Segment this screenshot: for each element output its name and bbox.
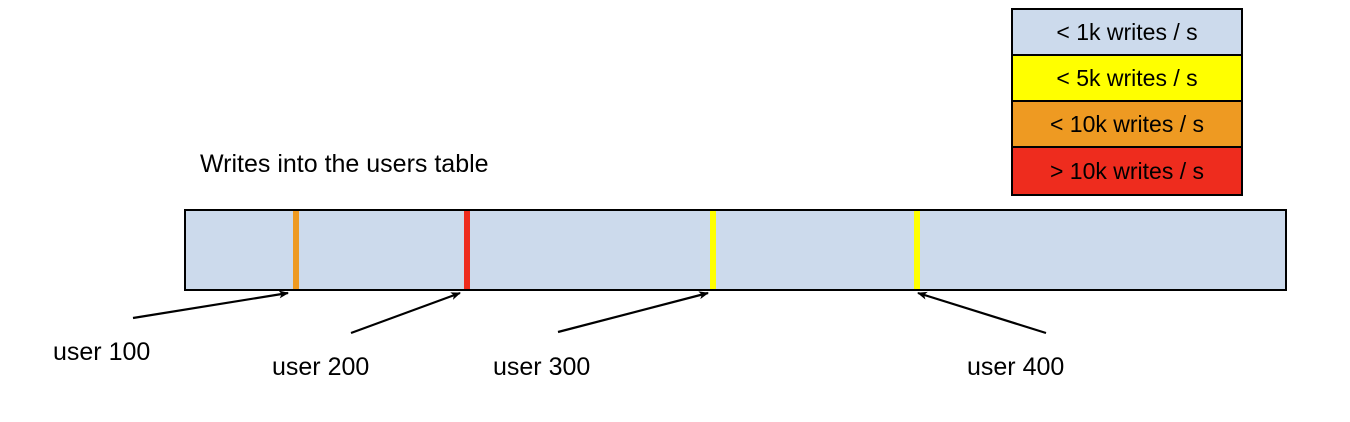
label-text: user 200 bbox=[272, 353, 370, 381]
label-user-400: user 400 bbox=[967, 355, 1064, 380]
marker-user-400 bbox=[913, 211, 920, 289]
legend-item-lt-1k: < 1k writes / s bbox=[1013, 10, 1241, 56]
label-user-300: user 300 bbox=[493, 355, 590, 380]
chart-title: Writes into the users table bbox=[200, 150, 489, 178]
arrow-user-400 bbox=[917, 291, 1047, 335]
label-text: user 300 bbox=[493, 353, 591, 381]
label-text: user 100 bbox=[53, 338, 151, 366]
legend-item-label: < 5k writes / s bbox=[1056, 64, 1198, 91]
legend-item-lt-5k: < 5k writes / s bbox=[1013, 56, 1241, 102]
legend: < 1k writes / s < 5k writes / s < 10k wr… bbox=[1011, 8, 1243, 196]
legend-item-gt-10k: > 10k writes / s bbox=[1013, 148, 1241, 194]
arrow-user-300 bbox=[557, 291, 709, 334]
marker-user-300 bbox=[710, 211, 717, 289]
label-user-100: user 100 bbox=[53, 340, 150, 365]
users-table-bar bbox=[184, 209, 1287, 291]
label-text: user 400 bbox=[967, 353, 1065, 381]
legend-item-label: < 1k writes / s bbox=[1056, 18, 1198, 45]
legend-item-label: > 10k writes / s bbox=[1049, 157, 1205, 184]
label-user-200: user 200 bbox=[272, 355, 369, 380]
marker-user-100 bbox=[292, 211, 299, 289]
legend-item-lt-10k: < 10k writes / s bbox=[1013, 102, 1241, 148]
arrow-user-100 bbox=[132, 290, 289, 320]
marker-user-200 bbox=[464, 211, 471, 289]
arrow-user-200 bbox=[350, 291, 461, 335]
legend-item-label: < 10k writes / s bbox=[1049, 110, 1205, 137]
